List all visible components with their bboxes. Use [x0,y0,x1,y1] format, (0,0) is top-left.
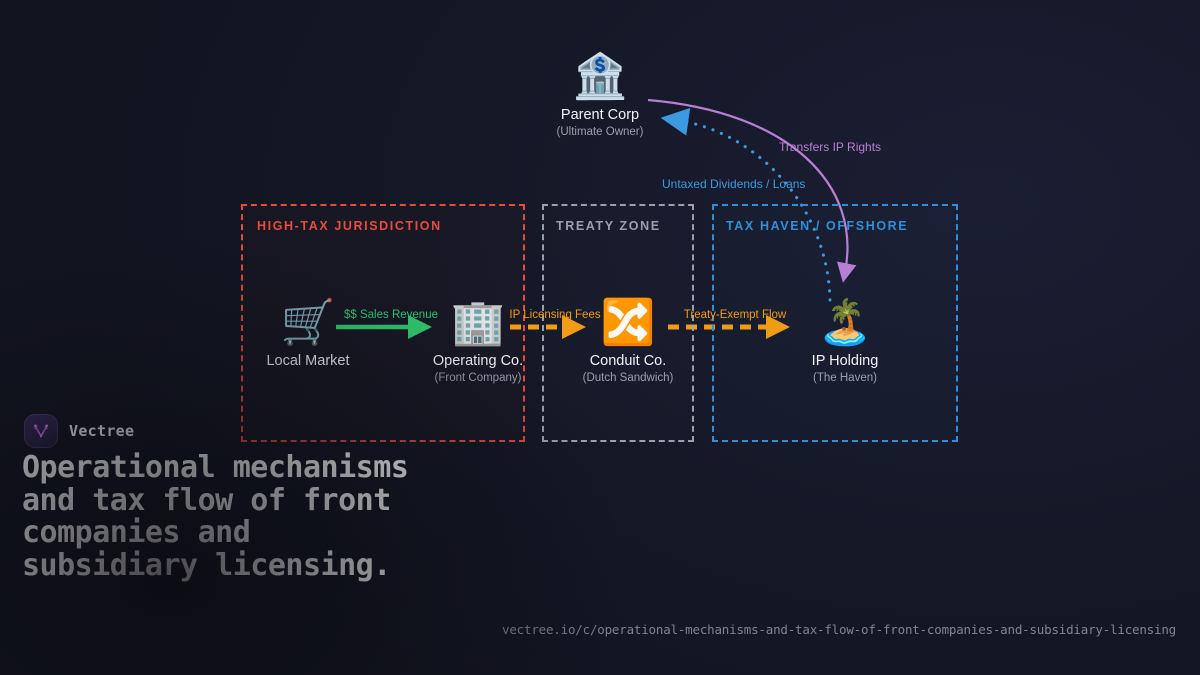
shopping-cart-icon: 🛒 [280,297,336,348]
brand-name: Vectree [69,422,135,440]
flow-label-ip-licensing-fees: IP Licensing Fees [509,309,601,321]
source-url: vectree.io/c/operational-mechanisms-and-… [502,622,1176,637]
node-operating-co[interactable]: 🏢 Operating Co. (Front Company) [398,297,558,385]
node-parent-corp[interactable]: 🏦 Parent Corp (Ultimate Owner) [520,51,680,139]
node-title-operating-co: Operating Co. [432,353,524,369]
bank-icon: 🏦 [572,51,628,102]
vectree-logo [24,414,58,448]
node-subtitle-parent-corp: (Ultimate Owner) [556,126,644,138]
flow-label-transfers-ip-rights: Transfers IP Rights [779,140,882,154]
connector-ip-licensing-fees [510,315,586,339]
office-building-icon: 🏢 [450,297,506,348]
zone-label-treaty: TREATY ZONE [556,219,661,233]
node-subtitle-ip-holding: (The Haven) [813,372,877,384]
node-title-conduit-co: Conduit Co. [589,353,667,369]
page-title: Operational mechanisms and tax flow of f… [22,450,409,583]
zone-label-tax-haven: TAX HAVEN / OFFSHORE [726,219,909,233]
node-ip-holding[interactable]: 🏝️ IP Holding (The Haven) [765,297,925,385]
flow-label-sales-revenue: $$ Sales Revenue [344,309,438,321]
desert-island-icon: 🏝️ [817,297,873,348]
node-conduit-co[interactable]: 🔀 Conduit Co. (Dutch Sandwich) [548,297,708,385]
zone-label-high-tax: HIGH-TAX JURISDICTION [257,219,442,233]
node-local-market[interactable]: 🛒 Local Market [228,298,388,372]
brand-block: Vectree [24,414,134,448]
node-title-parent-corp: Parent Corp [560,107,640,123]
connector-transfers-ip-rights [647,98,857,283]
node-title-local-market: Local Market [266,353,350,369]
zone-high-tax [241,204,525,442]
shuffle-arrows-icon: 🔀 [600,297,656,348]
node-subtitle-operating-co: (Front Company) [434,372,522,384]
connector-treaty-exempt-flow [668,315,790,339]
flow-label-treaty-exempt-flow: Treaty-Exempt Flow [683,309,787,321]
zone-treaty [542,204,694,442]
connector-sales-revenue [336,315,432,339]
node-subtitle-conduit-co: (Dutch Sandwich) [582,372,674,384]
vectree-glyph-icon [34,424,48,438]
flow-label-untaxed-dividends: Untaxed Dividends / Loans [662,177,806,191]
zone-tax-haven [712,204,958,442]
node-title-ip-holding: IP Holding [811,353,879,369]
